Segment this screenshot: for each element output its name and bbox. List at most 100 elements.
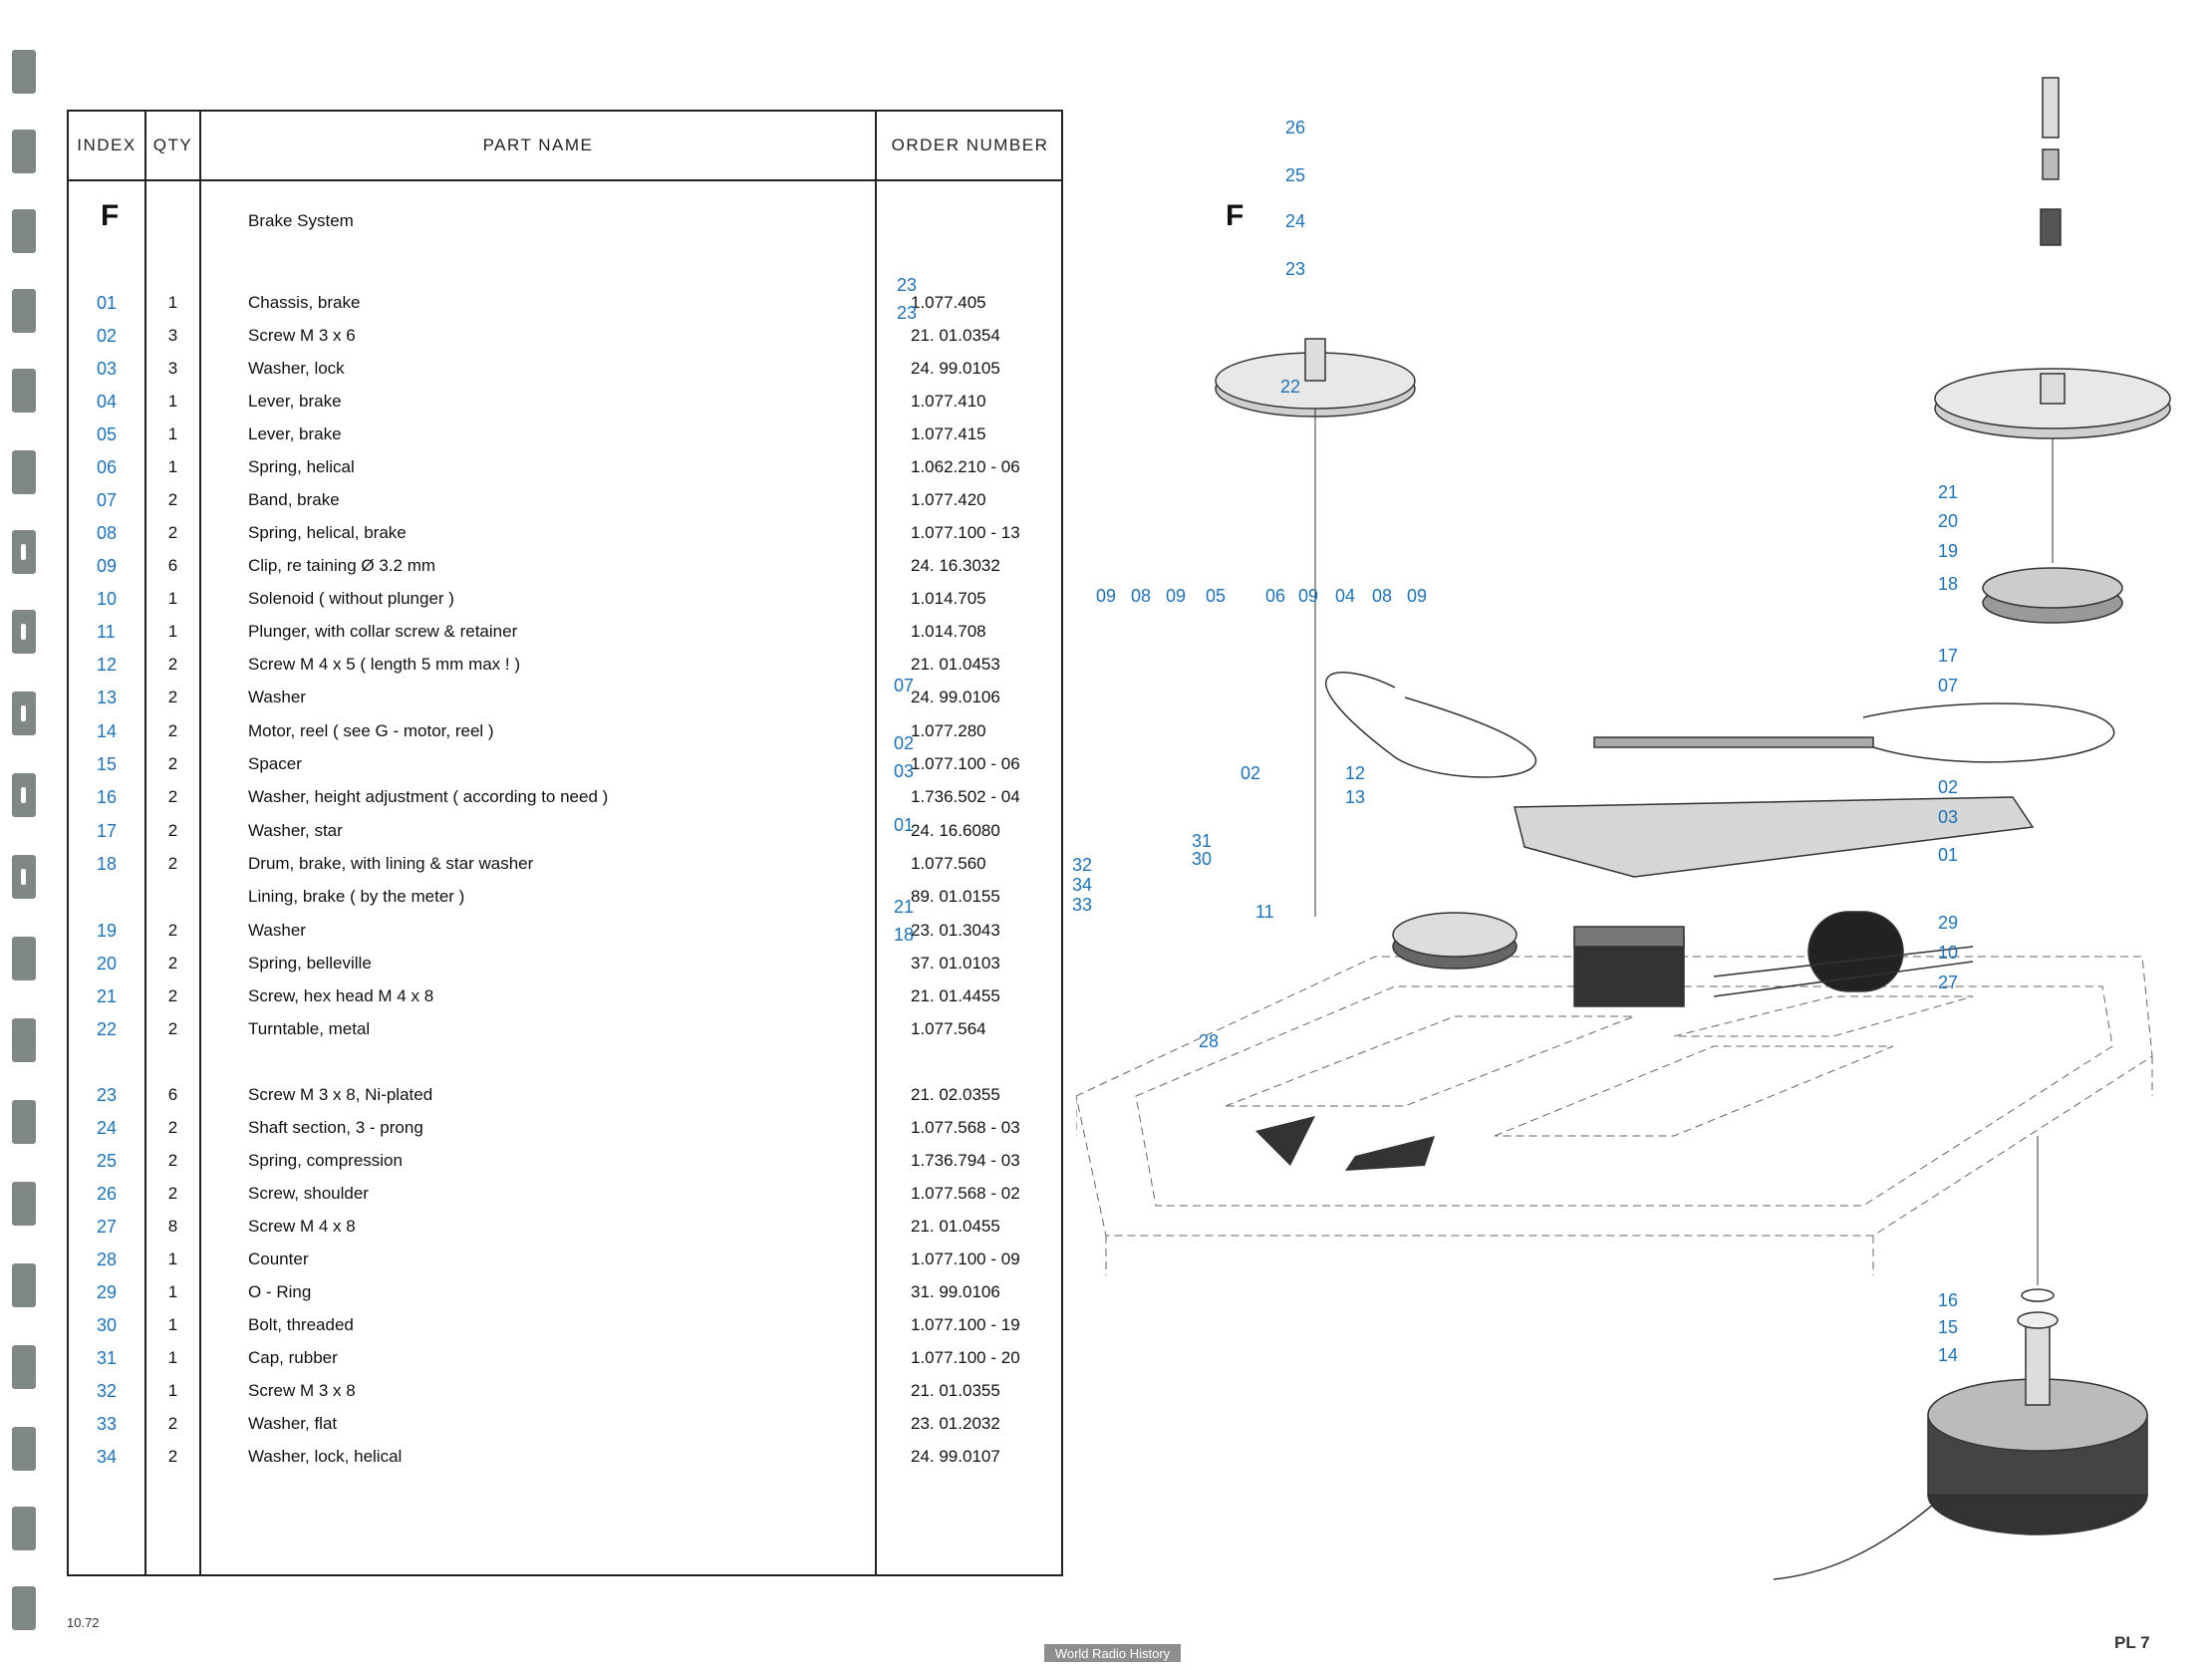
binder-tabs	[12, 0, 38, 1670]
binder-tab	[12, 1263, 36, 1307]
row-order-number: 1.077.405	[911, 293, 986, 312]
row-qty: 1	[167, 1381, 178, 1400]
row-order-number: 1.736.794 - 03	[911, 1151, 1020, 1170]
binder-tab	[12, 1100, 36, 1144]
row-qty: 1	[167, 1282, 178, 1301]
row-order-number: 1.077.410	[911, 392, 986, 411]
row-index: 26	[97, 1184, 118, 1204]
binder-tab	[12, 773, 36, 817]
row-part-name: Screw, hex head M 4 x 8	[248, 986, 434, 1005]
row-index: 08	[97, 523, 118, 543]
row-qty: 1	[167, 293, 178, 312]
row-index: 01	[97, 293, 118, 313]
section-title: Brake System	[248, 211, 354, 230]
watermark: World Radio History	[1044, 1644, 1181, 1662]
row-qty: 2	[167, 821, 178, 840]
row-order-number: 21. 01.4455	[911, 986, 1000, 1005]
binder-tab	[12, 450, 36, 494]
binder-tab	[12, 50, 36, 94]
row-order-number: 1.736.502 - 04	[911, 787, 1020, 806]
row-part-name: Turntable, metal	[248, 1019, 371, 1038]
row-order-number: 31. 99.0106	[911, 1282, 1000, 1301]
row-qty: 2	[167, 1414, 178, 1433]
callout-label: 01	[894, 815, 915, 835]
column-divider	[144, 112, 146, 1574]
callout-label: 25	[1285, 165, 1306, 185]
row-qty: 1	[167, 589, 178, 608]
callout-label: 30	[1192, 849, 1213, 869]
column-divider	[875, 112, 877, 1574]
row-index: 22	[97, 1019, 118, 1039]
row-qty: 1	[167, 457, 178, 476]
callout-label: 29	[1938, 913, 1959, 933]
binder-tab	[12, 530, 36, 574]
row-qty: 2	[167, 754, 178, 773]
row-part-name: Washer, lock, helical	[248, 1447, 403, 1466]
callout-label: 14	[1938, 1345, 1959, 1365]
header-order-number: ORDER NUMBER	[891, 136, 1049, 154]
row-part-name: Shaft section, 3 - prong	[248, 1118, 423, 1137]
callout-label: 09	[1166, 586, 1187, 606]
row-order-number: 1.077.568 - 02	[911, 1184, 1020, 1203]
callout-label: 34	[1072, 875, 1093, 895]
row-part-name: Washer, lock	[248, 359, 345, 378]
callout-label: 27	[1938, 973, 1959, 992]
row-part-name: Washer, flat	[248, 1414, 338, 1433]
row-part-name: Washer	[248, 921, 306, 940]
row-order-number: 1.077.100 - 19	[911, 1315, 1020, 1334]
callout-label: 15	[1938, 1317, 1959, 1337]
row-order-number: 21. 01.0455	[911, 1217, 1000, 1236]
row-qty: 2	[167, 1151, 178, 1170]
callout-label: 11	[1255, 902, 1274, 922]
row-index: 14	[97, 721, 118, 741]
row-part-name: Counter	[248, 1250, 309, 1268]
row-part-name: Chassis, brake	[248, 293, 361, 312]
row-order-number: 1.077.415	[911, 424, 986, 443]
row-qty: 1	[167, 622, 178, 641]
row-index: 03	[97, 359, 118, 379]
callout-label: 24	[1285, 211, 1306, 231]
row-order-number: 21. 01.0355	[911, 1381, 1000, 1400]
row-index: 02	[97, 326, 118, 346]
row-order-number: 21. 02.0355	[911, 1085, 1000, 1104]
plate-number: PL 7	[2114, 1633, 2150, 1652]
callout-label: 02	[894, 733, 915, 753]
row-qty: 2	[167, 1184, 178, 1203]
row-index: 16	[97, 787, 118, 807]
header-index: INDEX	[77, 136, 137, 154]
callout-label: 02	[1241, 763, 1261, 783]
binder-tab	[12, 369, 36, 413]
row-qty: 2	[167, 1019, 178, 1038]
callout-label: 23	[897, 275, 918, 295]
row-index: 30	[97, 1315, 118, 1335]
exploded-view-drawing	[1075, 77, 2171, 1580]
row-index: 29	[97, 1282, 118, 1302]
row-part-name: Screw M 3 x 8, Ni-plated	[248, 1085, 433, 1104]
row-qty: 2	[167, 655, 178, 674]
row-qty: 3	[167, 326, 178, 345]
row-order-number: 23. 01.2032	[911, 1414, 1000, 1433]
row-part-name: Washer, height adjustment ( according to…	[248, 787, 609, 806]
binder-tab	[12, 209, 36, 253]
binder-tab	[12, 130, 36, 173]
row-qty: 2	[167, 490, 178, 509]
callout-label: 26	[1285, 118, 1306, 138]
callout-label: 19	[1938, 541, 1959, 561]
row-part-name: Screw M 4 x 5 ( length 5 mm max ! )	[248, 655, 521, 674]
callout-label: 18	[1938, 574, 1959, 594]
row-index: 28	[97, 1250, 118, 1269]
row-order-number: 1.077.100 - 20	[911, 1348, 1020, 1367]
header-qty: QTY	[152, 136, 193, 154]
row-part-name: Solenoid ( without plunger )	[248, 589, 454, 608]
row-order-number: 24. 16.3032	[911, 556, 1000, 575]
row-order-number: 1.014.705	[911, 589, 986, 608]
row-order-number: 23. 01.3043	[911, 921, 1000, 940]
callout-label: 33	[1072, 895, 1093, 915]
callout-label: 10	[1938, 943, 1959, 963]
row-part-name: Lining, brake ( by the meter )	[248, 887, 465, 906]
row-qty: 6	[167, 556, 178, 575]
row-qty: 1	[167, 424, 178, 443]
callout-label: 22	[1280, 377, 1301, 397]
row-order-number: 21. 01.0354	[911, 326, 1000, 345]
callout-label: 01	[1938, 845, 1959, 865]
